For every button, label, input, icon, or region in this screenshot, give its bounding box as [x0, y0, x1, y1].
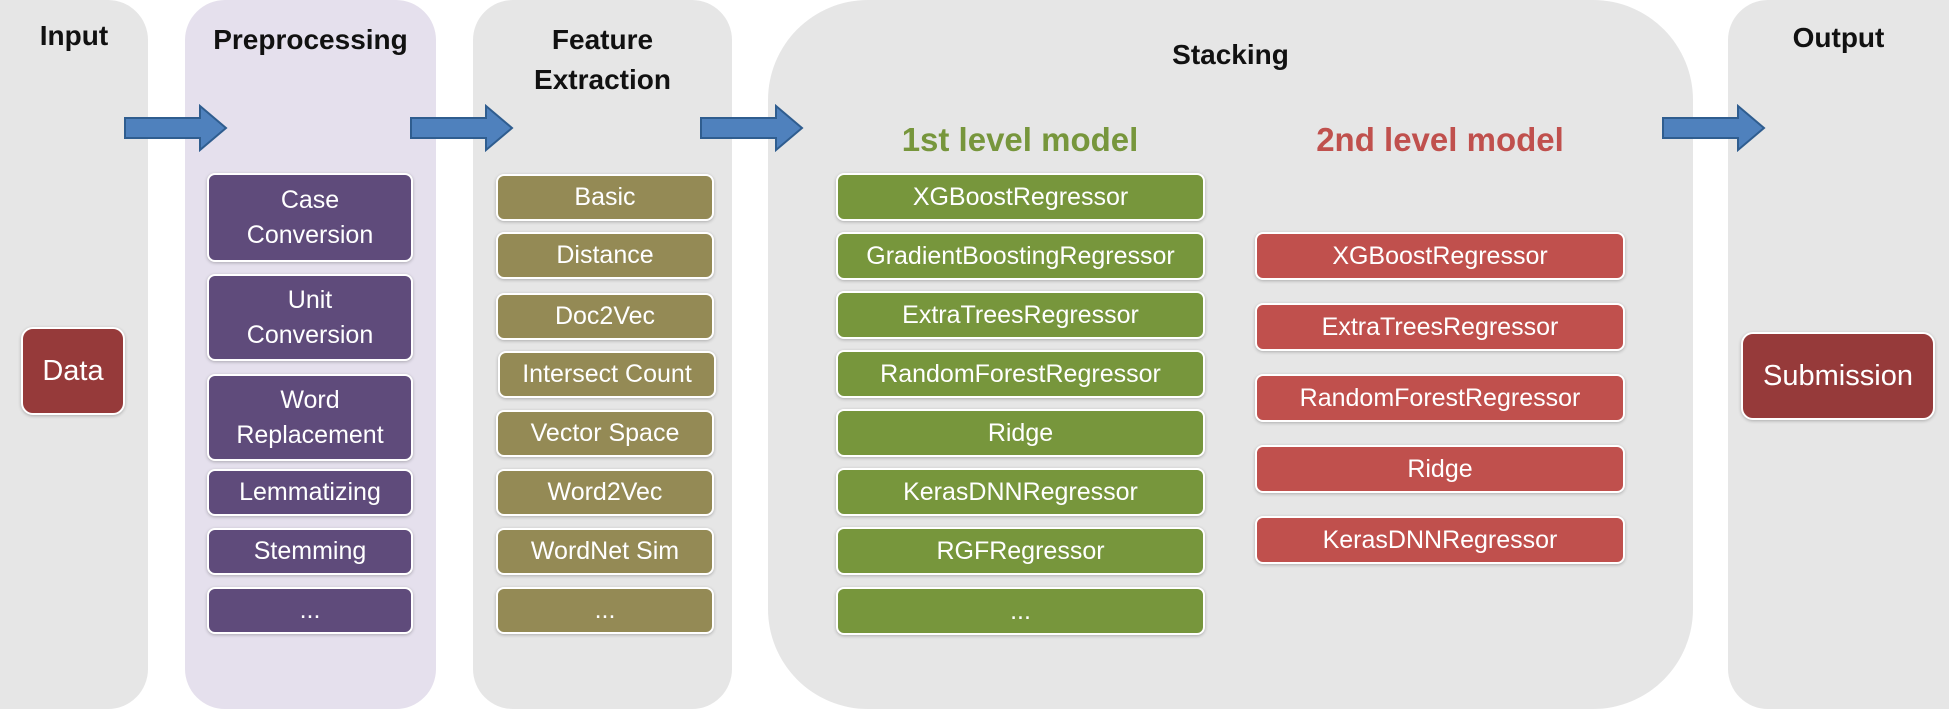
- preprocessing-item: Unit Conversion: [207, 274, 413, 361]
- level1-model: RandomForestRegressor: [836, 350, 1205, 398]
- feature-item: Basic: [496, 174, 714, 221]
- level1-model: KerasDNNRegressor: [836, 468, 1205, 516]
- preprocessing-item: Lemmatizing: [207, 469, 413, 516]
- level2-model: XGBoostRegressor: [1255, 232, 1625, 280]
- arrow-input-to-preprocessing: [124, 104, 228, 152]
- level1-model: RGFRegressor: [836, 527, 1205, 575]
- level1-model: ExtraTreesRegressor: [836, 291, 1205, 339]
- input-title: Input: [39, 20, 109, 51]
- preprocessing-item: Stemming: [207, 528, 413, 575]
- level1-title: 1st level model: [901, 121, 1139, 158]
- level2-model: KerasDNNRegressor: [1255, 516, 1625, 564]
- arrow-stacking-to-output: [1662, 104, 1766, 152]
- level1-model: ...: [836, 587, 1205, 635]
- arrow-feature-to-stacking: [700, 104, 804, 152]
- data-box: Data: [21, 327, 125, 415]
- feature-extraction-title-line2: Extraction: [534, 64, 671, 95]
- stacking-title: Stacking: [1172, 39, 1289, 70]
- level2-title: 2nd level model: [1316, 121, 1564, 158]
- feature-item: WordNet Sim: [496, 528, 714, 575]
- feature-item: Intersect Count: [498, 351, 716, 398]
- level1-model: XGBoostRegressor: [836, 173, 1205, 221]
- arrow-preprocessing-to-feature: [410, 104, 514, 152]
- level2-model: RandomForestRegressor: [1255, 374, 1625, 422]
- preprocessing-item: Case Conversion: [207, 173, 413, 262]
- output-title: Output: [1792, 22, 1885, 53]
- feature-item: ...: [496, 587, 714, 634]
- level1-model: GradientBoostingRegressor: [836, 232, 1205, 280]
- level2-model: Ridge: [1255, 445, 1625, 493]
- level2-model: ExtraTreesRegressor: [1255, 303, 1625, 351]
- level1-model: Ridge: [836, 409, 1205, 457]
- feature-item: Vector Space: [496, 410, 714, 457]
- preprocessing-item: Word Replacement: [207, 374, 413, 461]
- feature-extraction-title-line1: Feature: [551, 24, 654, 55]
- preprocessing-item: ...: [207, 587, 413, 634]
- feature-item: Word2Vec: [496, 469, 714, 516]
- feature-item: Distance: [496, 232, 714, 279]
- preprocessing-title: Preprocessing: [213, 24, 408, 55]
- feature-item: Doc2Vec: [496, 293, 714, 340]
- submission-box: Submission: [1741, 332, 1935, 420]
